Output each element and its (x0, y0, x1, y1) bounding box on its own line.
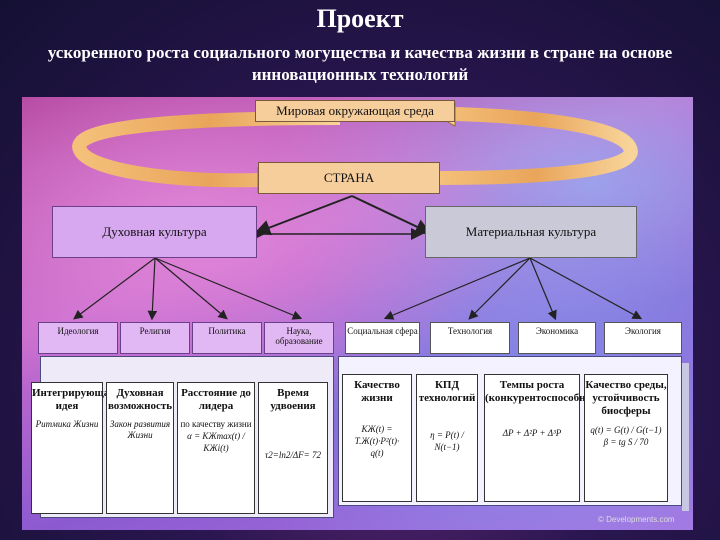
category-social: Социальная сфера (345, 322, 420, 354)
card-quality-of-life: Качество жизни КЖ(t) = Т.Ж(t)·Р²(t)· q(t… (342, 374, 412, 502)
category-ecology: Экология (604, 322, 682, 354)
card-ecology-quality: Качество среды, устойчивость биосферы q(… (584, 374, 668, 502)
formula-distance: α = КЖmax(t) / КЖi(t) (187, 431, 245, 453)
country-box: СТРАНА (258, 162, 440, 194)
card-integrating-idea: Интегрирующая идея Ритмика Жизни (31, 382, 115, 514)
category-ideology: Идеология (38, 322, 118, 354)
formula-ecology-1: q(t) = G(t) / G(t−1) (590, 425, 662, 435)
card-distance-to-leader: Расстояние до лидера по качеству жизни α… (177, 382, 255, 514)
card-doubling-time: Время удвоения τ2=ln2/ΔF= 72 (258, 382, 328, 514)
category-economy: Экономика (518, 322, 596, 354)
formula-quality: КЖ(t) = (361, 424, 393, 434)
formula-growth: ΔP + Δ²P + Δ³P (502, 428, 562, 438)
spiritual-culture-box: Духовная культура (52, 206, 257, 258)
category-religion: Религия (120, 322, 190, 354)
material-culture-box: Материальная культура (425, 206, 637, 258)
card-efficiency: КПД технологий η = P(t) / N(t−1) (416, 374, 478, 502)
category-technology: Технология (430, 322, 510, 354)
copyright-text: © Developments.com (598, 515, 675, 524)
category-science: Наука, образование (264, 322, 334, 354)
category-politics: Политика (192, 322, 262, 354)
world-environment-box: Мировая окружающая среда (255, 100, 455, 122)
card-spiritual-possibility: Духовная возможность Закон развития Жизн… (106, 382, 174, 514)
formula-ecology-2: β = tg S / 70 (603, 437, 649, 447)
card-rhythm-label: Ритмика Жизни (35, 419, 99, 429)
slide-title: Проект (316, 4, 404, 33)
formula-quality-2: Т.Ж(t)·Р²(t)· (354, 436, 400, 446)
formula-quality-3: q(t) (370, 448, 384, 458)
card-growth-rate: Темпы роста (конкурентоспособность) ΔP +… (484, 374, 611, 502)
formula-efficiency: η = P(t) / N(t−1) (430, 430, 464, 452)
card-law-label: Закон развития Жизни (109, 419, 171, 440)
slide-subtitle: ускоренного роста социального могущества… (47, 43, 673, 84)
formula-doubling: τ2=ln2/ΔF= 72 (265, 450, 321, 460)
